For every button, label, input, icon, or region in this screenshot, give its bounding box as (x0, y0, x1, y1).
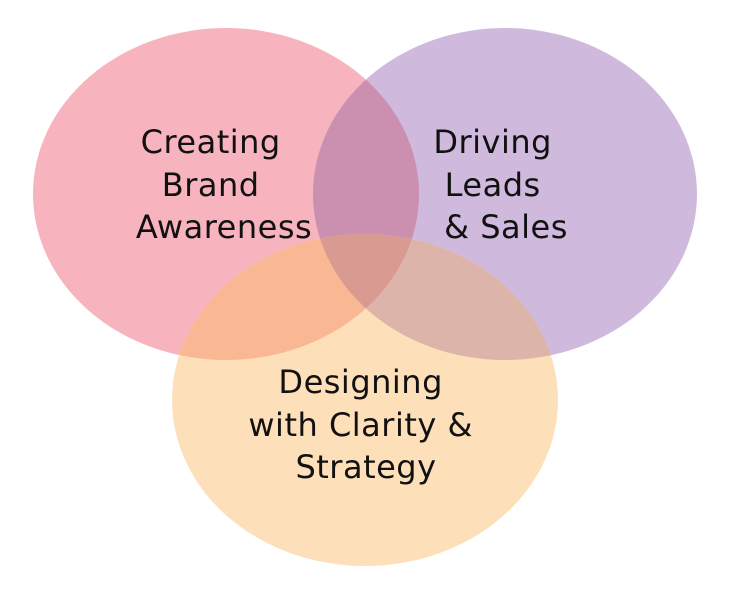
overlap-brand-design (172, 234, 419, 360)
label-line: with Clarity & (248, 406, 473, 444)
label-line: Designing (278, 363, 442, 401)
label-design-strategy: Designing with Clarity & Strategy (248, 363, 483, 486)
label-line: Leads (445, 166, 541, 204)
overlap-leads-design (313, 234, 558, 360)
label-line: & Sales (444, 208, 568, 246)
label-leads-sales: Driving Leads & Sales (433, 123, 568, 246)
label-line: Awareness (136, 208, 312, 246)
label-line: Strategy (295, 448, 436, 486)
label-line: Driving (433, 123, 552, 161)
label-line: Creating (141, 123, 281, 161)
label-brand-awareness: Creating Brand Awareness (136, 123, 312, 246)
label-line: Brand (162, 166, 260, 204)
